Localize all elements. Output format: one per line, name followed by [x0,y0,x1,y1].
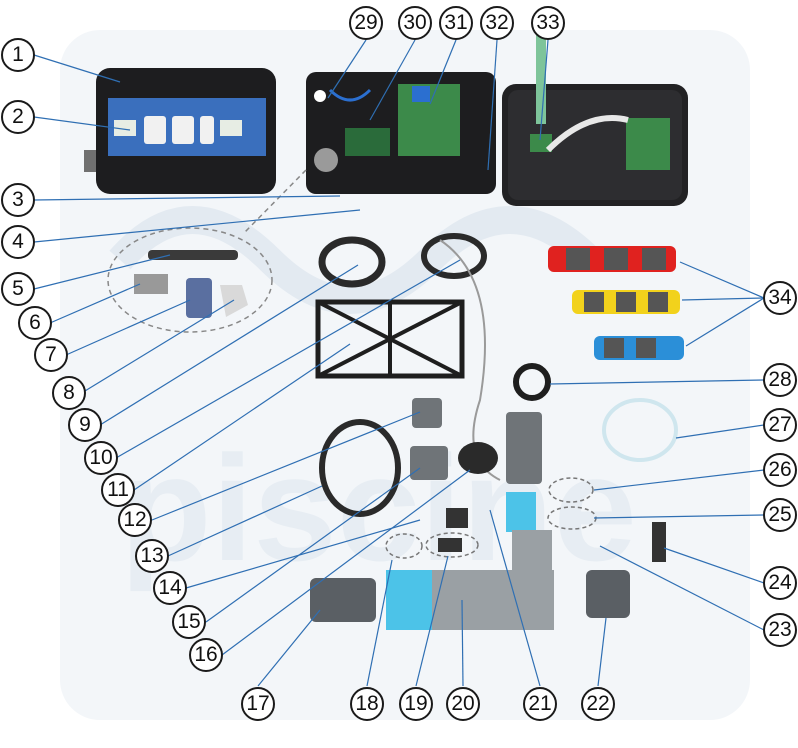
callout-10: 10 [84,441,118,475]
wall-bracket [315,299,465,379]
electrodes [548,246,684,360]
callout-11: 11 [101,473,135,507]
callout-24: 24 [763,566,797,600]
callout-7: 7 [34,338,68,372]
controller-front [84,68,276,194]
callout-21: 21 [523,687,557,721]
callout-8: 8 [52,376,86,410]
group-26 [548,477,594,503]
callout-6: 6 [18,306,52,340]
callout-19: 19 [399,687,433,721]
callout-4: 4 [1,225,35,259]
callout-31: 31 [439,6,473,40]
callout-3: 3 [1,183,35,217]
callout-33: 33 [531,6,565,40]
callout-2: 2 [1,100,35,134]
callout-23: 23 [763,613,797,647]
callout-14: 14 [153,571,187,605]
callout-27: 27 [763,408,797,442]
callout-32: 32 [480,6,514,40]
callout-15: 15 [172,605,206,639]
callout-29: 29 [349,6,383,40]
group-19 [425,532,479,558]
callout-1: 1 [1,38,35,72]
open-housing [306,72,496,194]
pvc-fittings [310,398,666,630]
clear-tube [602,398,678,462]
callout-26: 26 [763,453,797,487]
callout-9: 9 [68,408,102,442]
callout-25: 25 [763,498,797,532]
leader-lines [33,39,765,687]
callout-12: 12 [118,503,152,537]
callout-30: 30 [398,6,432,40]
group-18 [385,533,423,559]
housing-lid [502,16,688,206]
callout-18: 18 [350,687,384,721]
small-parts-group [107,227,273,333]
callout-5: 5 [1,272,35,306]
group-link [244,169,307,233]
callout-34: 34 [763,281,797,315]
callout-28: 28 [763,363,797,397]
small-parts [134,250,248,318]
callout-17: 17 [241,687,275,721]
callout-13: 13 [135,539,169,573]
o-ring [513,363,551,401]
callout-20: 20 [446,687,480,721]
callout-22: 22 [581,687,615,721]
callout-16: 16 [189,638,223,672]
